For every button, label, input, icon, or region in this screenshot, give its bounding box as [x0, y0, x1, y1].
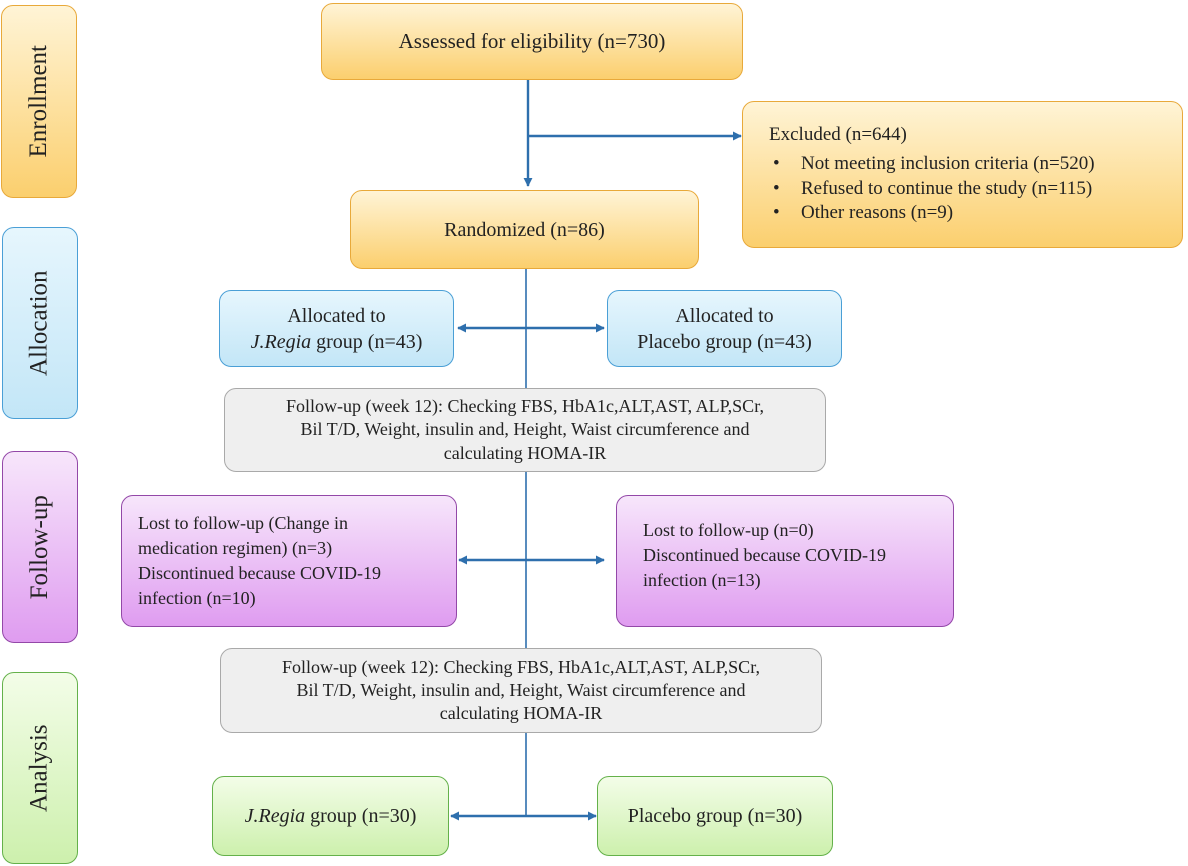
phase-enrollment-text: Enrollment	[24, 45, 52, 158]
lost-left-line1: Lost to follow-up (Change in	[138, 512, 348, 533]
check2-line3: calculating HOMA-IR	[439, 703, 603, 724]
check2-line1: Follow-up (week 12): Checking FBS, HbA1c…	[282, 656, 760, 677]
follow-up-check-box-2: Follow-up (week 12): Checking FBS, HbA1c…	[220, 648, 822, 733]
lost-right-line2: Discontinued because COVID-19	[643, 545, 886, 566]
analysis-jregia-text: J.Regia group (n=30)	[245, 803, 417, 829]
analysis-jregia-count: group (n=30)	[305, 805, 417, 827]
phase-label-analysis: Analysis	[2, 672, 78, 864]
allocated-placebo-line2: Placebo group (n=43)	[637, 330, 812, 353]
lost-left-line2: medication regimen) (n=3)	[138, 537, 333, 558]
phase-label-follow-up: Follow-up	[2, 451, 78, 643]
allocated-placebo-box: Allocated to Placebo group (n=43)	[607, 290, 842, 367]
jregia-name: J.Regia	[250, 330, 312, 353]
check1-line1: Follow-up (week 12): Checking FBS, HbA1c…	[286, 396, 764, 417]
analysis-placebo-box: Placebo group (n=30)	[597, 776, 833, 856]
allocated-jregia-line2: J.Regia group (n=43)	[251, 329, 423, 355]
excluded-list: Not meeting inclusion criteria (n=520) R…	[769, 152, 1182, 226]
allocated-jregia-box: Allocated to J.Regia group (n=43)	[219, 290, 454, 367]
excluded-item: Refused to continue the study (n=115)	[769, 177, 1182, 202]
lost-jregia-box: Lost to follow-up (Change in medication …	[121, 495, 457, 627]
follow-up-check-box-1: Follow-up (week 12): Checking FBS, HbA1c…	[224, 388, 826, 472]
assessed-text: Assessed for eligibility (n=730)	[398, 28, 666, 53]
phase-label-allocation: Allocation	[2, 227, 78, 419]
excluded-box: Excluded (n=644) Not meeting inclusion c…	[742, 101, 1183, 248]
check2-line2: Bil T/D, Weight, insulin and, Height, Wa…	[296, 679, 746, 700]
excluded-title: Excluded (n=644)	[769, 124, 907, 146]
phase-allocation-text: Allocation	[25, 270, 53, 376]
assessed-box: Assessed for eligibility (n=730)	[321, 3, 743, 80]
allocated-jregia-line1: Allocated to	[287, 304, 386, 327]
lost-right-line1: Lost to follow-up (n=0)	[643, 520, 814, 540]
check1-line3: calculating HOMA-IR	[443, 442, 607, 463]
excluded-item: Other reasons (n=9)	[769, 201, 1182, 226]
analysis-jregia-name: J.Regia	[244, 805, 306, 827]
check1-line2: Bil T/D, Weight, insulin and, Height, Wa…	[300, 419, 750, 440]
allocated-jregia-count: group (n=43)	[311, 330, 423, 353]
analysis-jregia-box: J.Regia group (n=30)	[212, 776, 449, 856]
allocated-placebo-line1: Allocated to	[675, 304, 774, 327]
analysis-placebo-text: Placebo group (n=30)	[627, 805, 803, 827]
excluded-item: Not meeting inclusion criteria (n=520)	[769, 152, 1182, 177]
phase-follow-up-text: Follow-up	[25, 494, 53, 600]
phase-analysis-text: Analysis	[25, 724, 53, 812]
lost-left-line3: Discontinued because COVID-19	[138, 563, 381, 583]
randomized-box: Randomized (n=86)	[350, 190, 699, 269]
phase-label-enrollment: Enrollment	[1, 5, 77, 198]
lost-left-line4: infection (n=10)	[138, 588, 256, 609]
lost-right-line3: infection (n=13)	[643, 570, 761, 591]
lost-placebo-box: Lost to follow-up (n=0) Discontinued bec…	[616, 495, 954, 627]
randomized-text: Randomized (n=86)	[444, 218, 605, 241]
